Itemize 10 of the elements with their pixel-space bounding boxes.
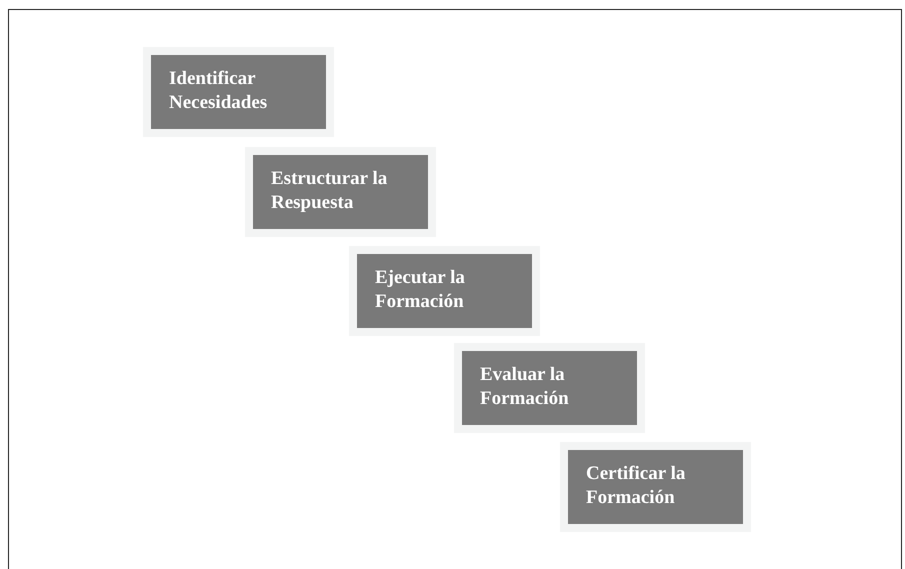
step-box	[454, 343, 645, 433]
step-label: Certificar la Formación	[586, 462, 686, 510]
step-label: Identificar Necesidades	[169, 67, 268, 115]
step-box	[143, 47, 334, 137]
step-box	[349, 246, 540, 336]
step-label: Ejecutar la Formación	[375, 266, 466, 314]
step-box	[245, 147, 436, 237]
step-box	[560, 442, 751, 532]
step-label: Evaluar la Formación	[480, 363, 570, 411]
step-label: Estructurar la Respuesta	[271, 167, 388, 215]
